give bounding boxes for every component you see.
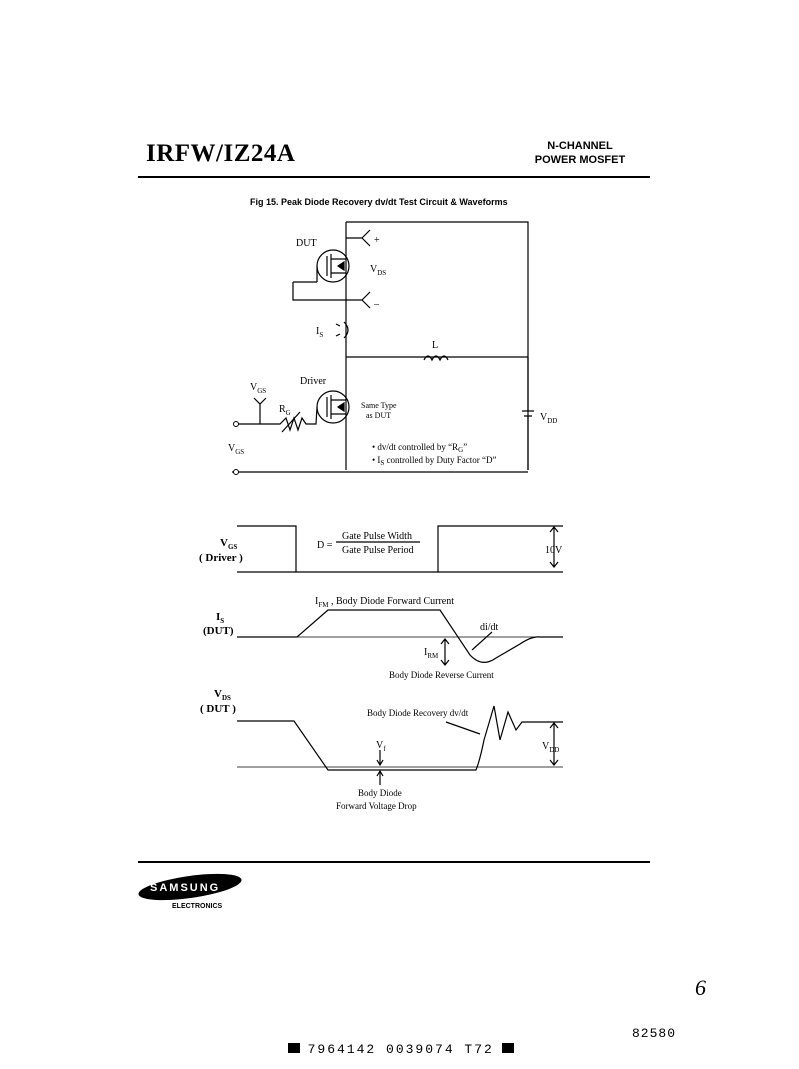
barcode-line: 7964142 0039074 T72	[268, 1027, 514, 1057]
gate-terminal	[233, 421, 239, 427]
footer-rule	[138, 861, 650, 863]
wave-is-dut-label: (DUT)	[203, 625, 234, 637]
vgs-top-label: VGS	[250, 382, 266, 395]
device-type: N-CHANNEL POWER MOSFET	[520, 139, 640, 167]
wave-driver-label: ( Driver )	[199, 552, 243, 564]
device-type-line2: POWER MOSFET	[534, 154, 626, 166]
barcode-block-left	[287, 1043, 300, 1053]
electronics-wordmark: ELECTRONICS	[172, 903, 223, 910]
doc-code: 82580	[632, 1026, 677, 1041]
vdd-circuit-label: VDD	[540, 412, 557, 425]
is-label: IS	[316, 326, 323, 339]
device-type-line1: N-CHANNEL	[547, 140, 613, 152]
samsung-wordmark: SAMSUNG	[150, 882, 220, 894]
vds-label: VDS	[370, 264, 386, 277]
wave-vgs-label: VGS	[220, 537, 237, 551]
duty-numerator: Gate Pulse Width	[342, 531, 412, 542]
wave-vds-label: VDS	[214, 688, 231, 702]
ifm-label: IFM , Body Diode Forward Current	[315, 596, 454, 609]
driver-label: Driver	[300, 376, 327, 387]
fwd-drop-label: Forward Voltage Drop	[336, 801, 417, 811]
is-waveform	[237, 609, 563, 666]
wave-is-label: IS	[216, 611, 224, 625]
as-dut-label: as DUT	[366, 411, 391, 420]
circuit-terminals	[233, 421, 239, 475]
page-number: 6	[695, 975, 706, 1000]
figure-caption: Fig 15. Peak Diode Recovery dv/dt Test C…	[250, 197, 508, 207]
vgs-waveform	[237, 525, 563, 573]
vf-label: Vf	[376, 740, 386, 753]
header-rule	[138, 176, 650, 178]
duty-d-label: D =	[317, 540, 333, 551]
note-is: • IS controlled by Duty Factor “D”	[372, 455, 497, 467]
minus-label: –	[373, 299, 380, 310]
dut-label: DUT	[296, 238, 317, 249]
same-type-label: Same Type	[361, 401, 397, 410]
plus-label: +	[374, 235, 380, 246]
duty-denominator: Gate Pulse Period	[342, 545, 414, 556]
product-title: IRFW/IZ24A	[146, 140, 296, 167]
wave-vds-dut-label: ( DUT )	[200, 703, 236, 715]
wave-vdd-label: VDD	[542, 741, 559, 754]
inductor-label: L	[432, 340, 438, 351]
ten-volt-label: 10V	[545, 545, 563, 556]
reverse-current-label: Body Diode Reverse Current	[389, 670, 494, 680]
note-dvdt: • dv/dt controlled by “RG”	[372, 442, 467, 454]
vgs-left-label: VGS	[228, 443, 244, 456]
irm-label: IRM	[424, 647, 439, 660]
barcode-block-right	[501, 1043, 514, 1053]
barcode-text: 7964142 0039074 T72	[307, 1042, 494, 1057]
source-terminal	[233, 469, 239, 475]
didt-label: di/dt	[480, 622, 499, 633]
rg-label: RG	[279, 404, 291, 417]
body-diode-label: Body Diode	[358, 788, 402, 798]
recovery-label: Body Diode Recovery dv/dt	[367, 708, 469, 718]
test-circuit	[232, 221, 534, 473]
samsung-logo: SAMSUNG ELECTRONICS	[138, 873, 242, 910]
vds-waveform	[237, 705, 563, 785]
